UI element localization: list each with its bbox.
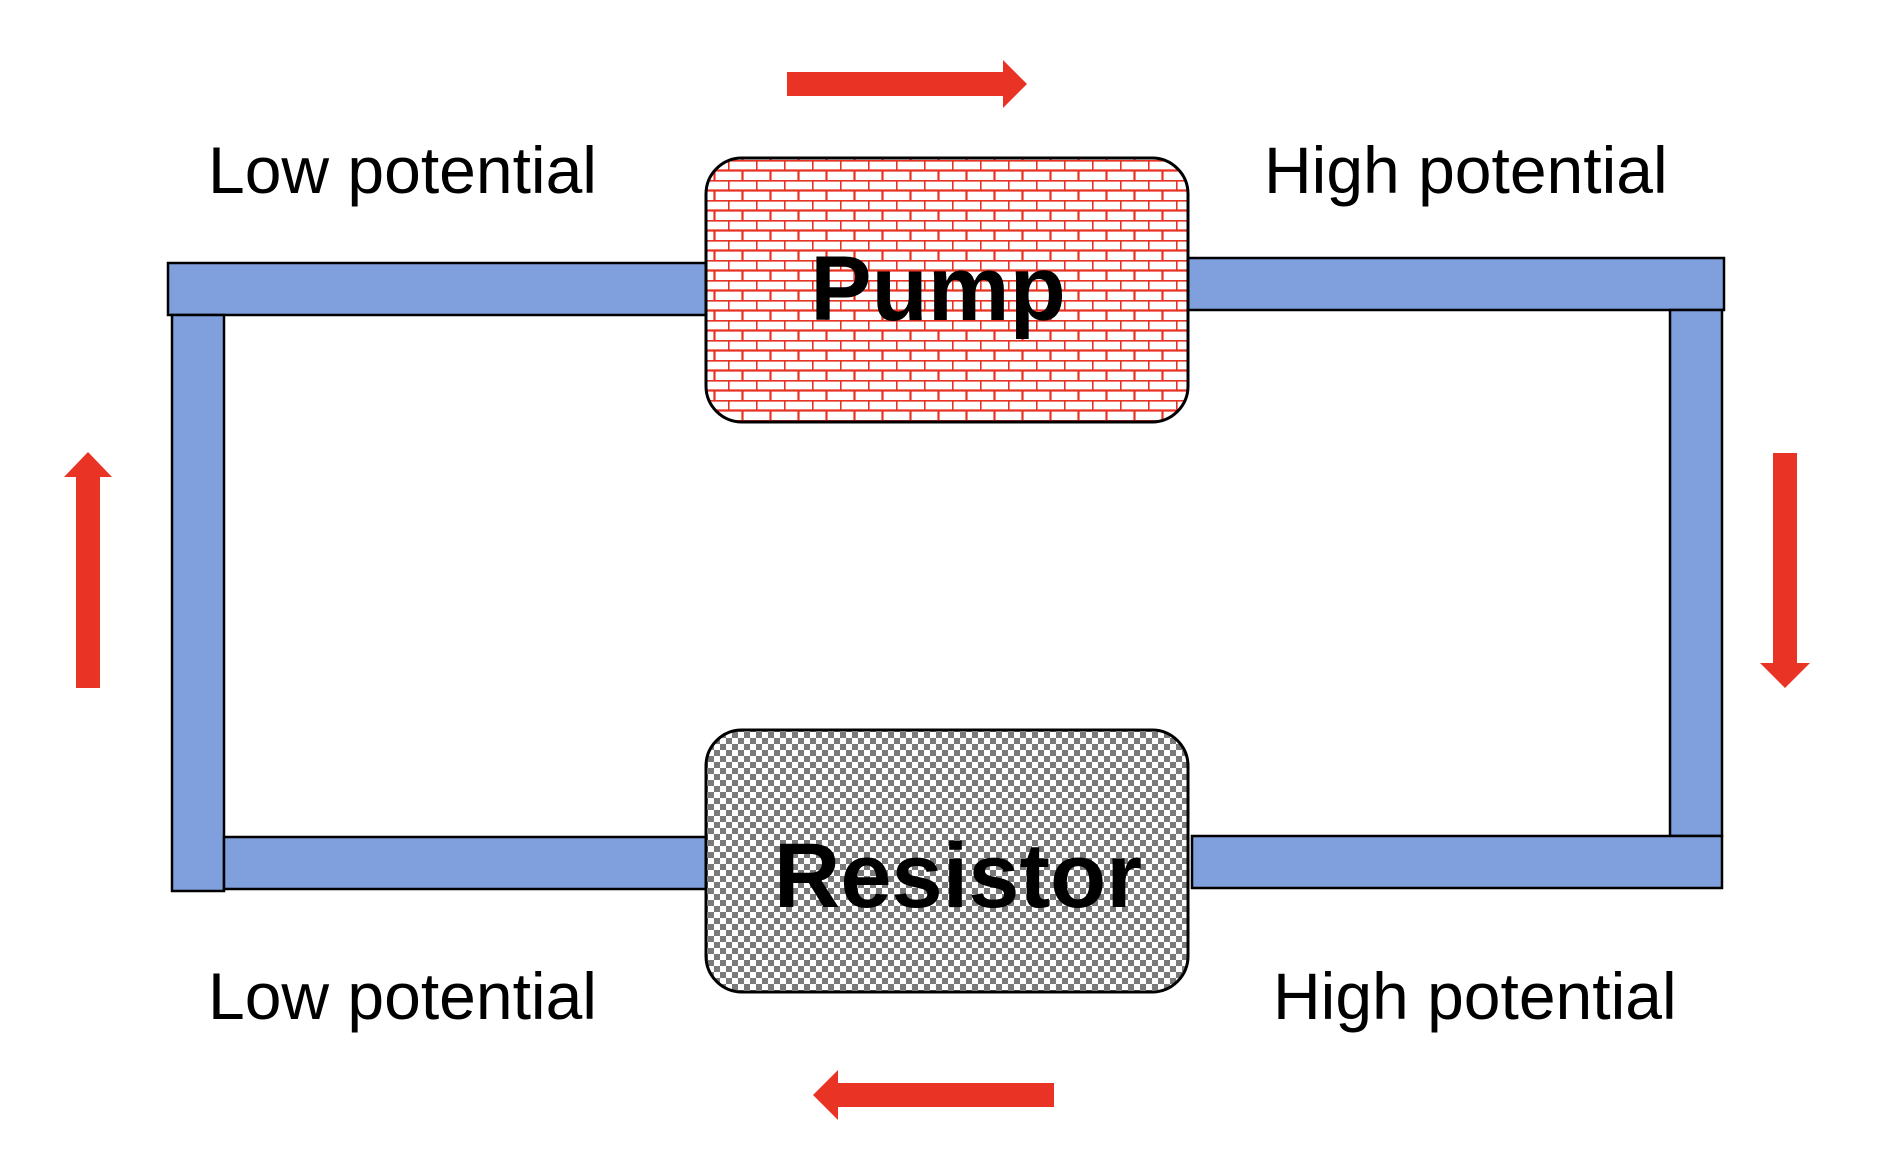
pump: Pump bbox=[704, 156, 1190, 424]
arrow-down-icon bbox=[1760, 453, 1810, 688]
pump-label: Pump bbox=[810, 238, 1066, 340]
label-bottom-left: Low potential bbox=[208, 959, 597, 1033]
pipe-left-vertical bbox=[170, 313, 226, 893]
pipe-top-left bbox=[166, 261, 710, 317]
resistor: Resistor bbox=[704, 728, 1190, 994]
label-top-left: Low potential bbox=[208, 133, 597, 207]
pump-box bbox=[704, 156, 1190, 424]
pipe-bottom-left bbox=[222, 835, 710, 891]
pipe-top-right bbox=[1182, 256, 1726, 312]
pipe-loop bbox=[166, 256, 1726, 893]
arrow-left-icon bbox=[813, 1070, 1054, 1120]
pipe-right-vertical bbox=[1668, 308, 1724, 838]
resistor-label: Resistor bbox=[774, 825, 1142, 927]
label-bottom-right: High potential bbox=[1273, 959, 1677, 1033]
arrow-right-icon bbox=[787, 60, 1027, 108]
label-top-right: High potential bbox=[1264, 133, 1668, 207]
resistor-box bbox=[704, 728, 1190, 994]
arrow-up-icon bbox=[64, 452, 112, 688]
pipe-bottom-right bbox=[1190, 834, 1724, 890]
